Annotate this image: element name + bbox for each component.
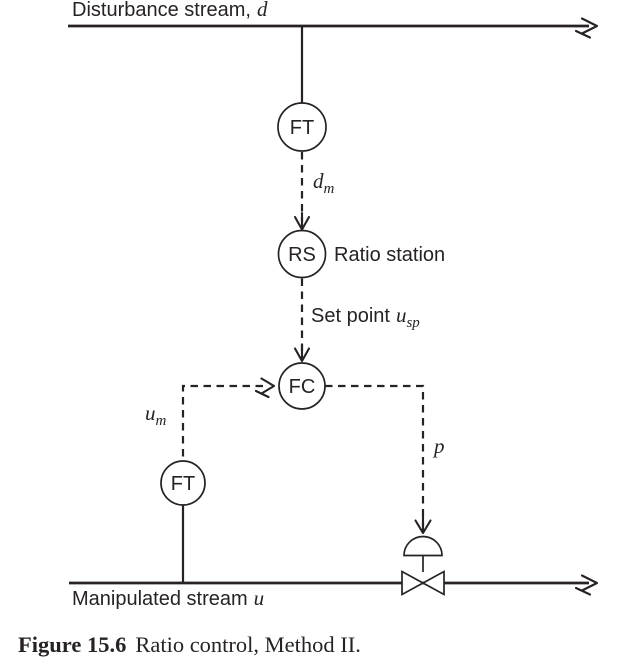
ft-bottom-label: FT xyxy=(171,473,195,495)
dm-signal-label: dm xyxy=(313,169,335,197)
p-arrow-icon xyxy=(414,515,432,535)
valve-body xyxy=(401,570,445,596)
stream-arrow-icon xyxy=(574,17,599,39)
disturbance-stream-label: Disturbance stream,d xyxy=(72,0,268,21)
valve-actuator-dome xyxy=(403,535,443,557)
um-signal-label: um xyxy=(145,401,167,429)
fc-label: FC xyxy=(289,376,316,398)
ft-top-label: FT xyxy=(290,117,314,139)
um-signal-dashed-line xyxy=(181,384,263,460)
um-arrow-icon xyxy=(254,377,276,399)
stream-arrow-icon xyxy=(574,574,599,596)
ratio-station-note: Ratio station xyxy=(334,244,445,266)
dm-arrow-icon xyxy=(293,211,311,231)
p-signal-label: p xyxy=(432,434,445,458)
rs-label: RS xyxy=(288,244,316,266)
p-signal-dashed-line xyxy=(325,384,425,526)
ft-top-circle xyxy=(277,102,327,152)
setpoint-arrow-icon xyxy=(293,343,311,363)
rs-circle xyxy=(277,229,327,279)
